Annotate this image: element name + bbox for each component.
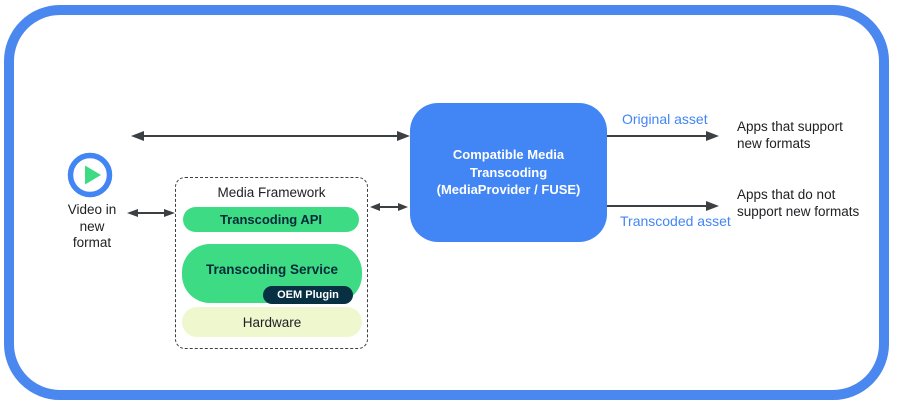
original-asset-label: Original asset (622, 111, 708, 127)
apps-no-support-label: Apps that do not support new formats (737, 187, 860, 219)
oem-plugin-label: OEM Plugin (277, 289, 339, 301)
transcoding-service-label: Transcoding Service (205, 262, 339, 277)
transcoding-api-label: Transcoding API (219, 212, 323, 227)
video-source-label: Video in new format (67, 202, 117, 250)
play-icon (67, 152, 113, 198)
transcoded-asset-label: Transcoded asset (620, 213, 731, 229)
media-framework-title: Media Framework (217, 185, 326, 200)
hardware-label: Hardware (242, 314, 302, 330)
oem-plugin-badge: OEM Plugin (263, 286, 353, 304)
compatible-media-transcoding-box: Compatible Media Transcoding (MediaProvi… (410, 103, 607, 242)
media-framework-box: Media Framework Transcoding API Transcod… (175, 177, 368, 349)
outer-frame (4, 5, 889, 400)
transcoding-api-pill: Transcoding API (183, 207, 359, 232)
hardware-pill: Hardware (182, 307, 362, 337)
apps-support-label: Apps that support new formats (737, 119, 843, 151)
transcoding-service-pill: Transcoding Service OEM Plugin (182, 244, 362, 304)
